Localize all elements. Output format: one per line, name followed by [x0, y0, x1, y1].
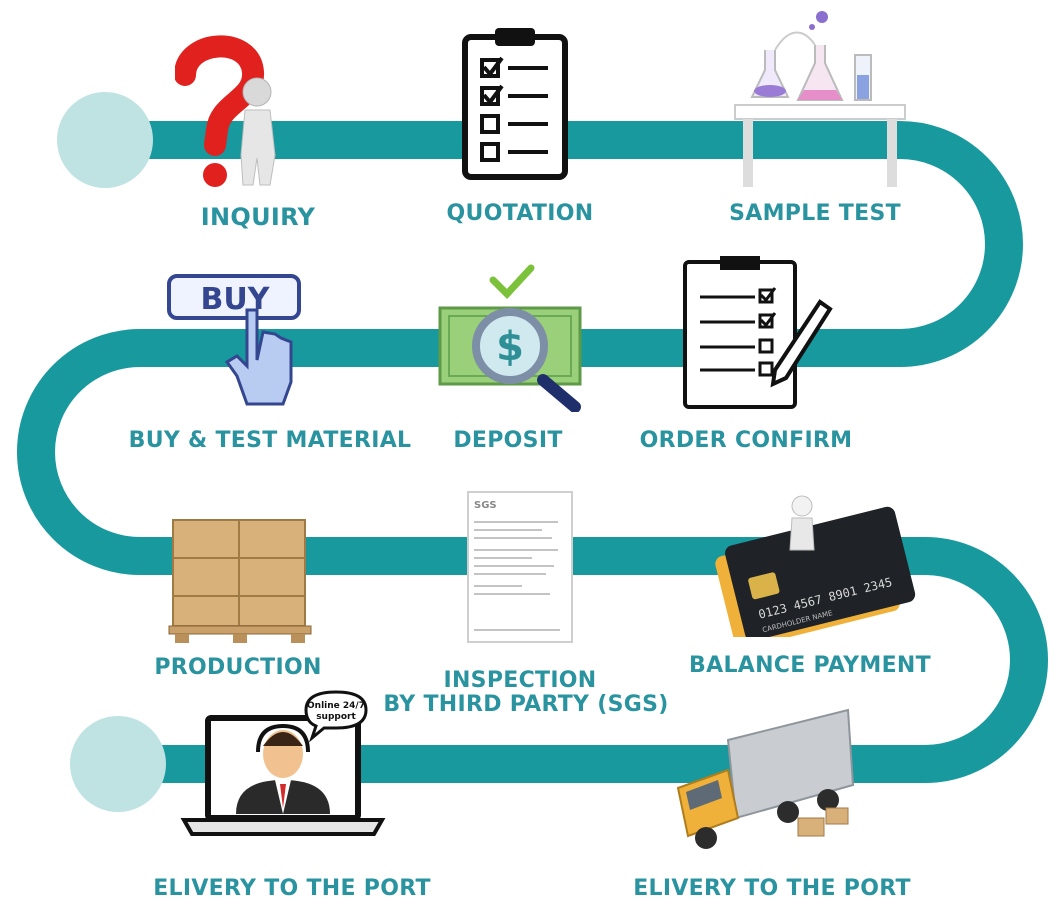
credit-cards-icon: 0123 4567 8901 2345 CARDHOLDER NAME [715, 495, 916, 637]
svg-text:$: $ [496, 324, 524, 370]
step-label-production: PRODUCTION [154, 655, 322, 680]
step-label-inspection-line1: INSPECTION [443, 668, 597, 693]
sgs-doc-header: SGS [474, 500, 497, 511]
step-label-inquiry: INQUIRY [200, 203, 316, 231]
step-label-quotation: QUOTATION [446, 201, 594, 226]
step-label-buy-test-material: BUY & TEST MATERIAL [128, 428, 412, 453]
support-bubble-line1: Online 24/7 [307, 701, 365, 711]
question-person-icon [175, 35, 276, 187]
sgs-report-icon: SGS [467, 491, 573, 643]
step-label-delivery-right: ELIVERY TO THE PORT [633, 876, 911, 901]
lab-flasks-icon [734, 11, 906, 187]
step-label-sample-test: SAMPLE TEST [729, 201, 901, 226]
order-form-pencil-icon [683, 256, 833, 409]
delivery-truck-icon [676, 708, 855, 849]
buy-button-hand-icon: BUY [167, 274, 301, 406]
step-label-inspection-line2: BY THIRD PARTY (SGS) [383, 692, 669, 717]
step-label-order-confirm: ORDER CONFIRM [639, 428, 853, 453]
step-label-deposit: DEPOSIT [453, 428, 563, 453]
step-label-balance-payment: BALANCE PAYMENT [689, 653, 931, 678]
laptop-support-icon: Online 24/7 support [180, 690, 386, 836]
step-label-delivery-left: ELIVERY TO THE PORT [153, 876, 431, 901]
svg-text:BUY: BUY [201, 282, 271, 317]
clipboard-checklist-icon [462, 28, 568, 180]
track-end-circle [70, 716, 166, 812]
track-start-circle [57, 92, 153, 188]
pallet-boxes-icon [168, 519, 312, 643]
money-magnifier-icon: $ [438, 264, 582, 412]
support-bubble-line2: support [316, 712, 356, 722]
